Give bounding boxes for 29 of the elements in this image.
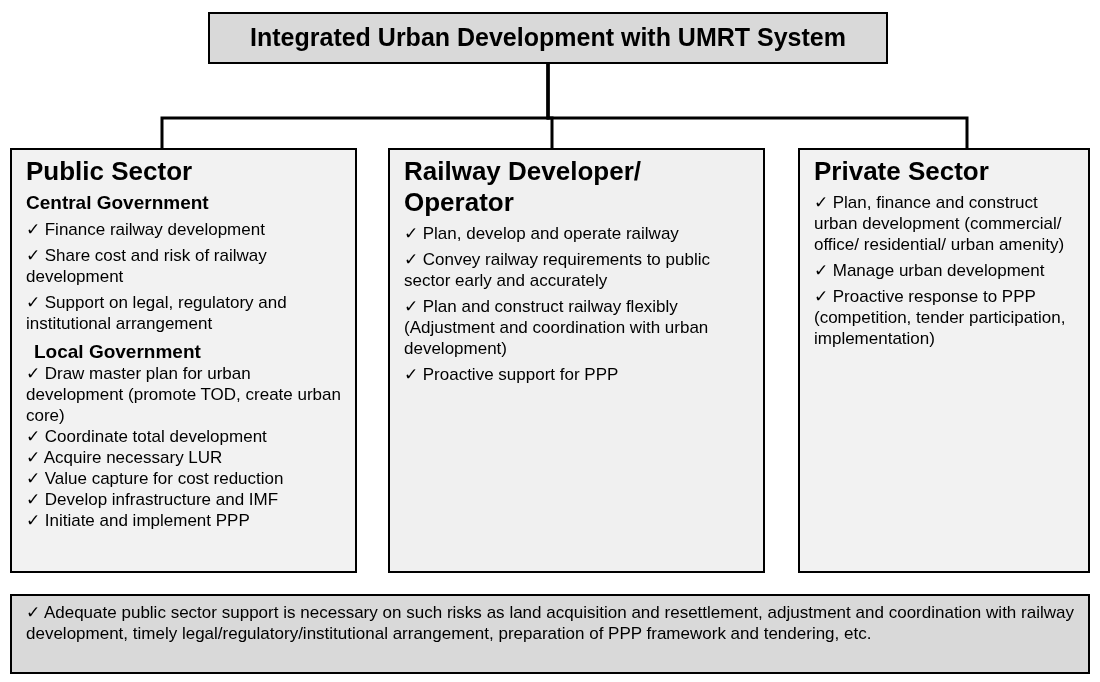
list-item: ✓ Plan, finance and construct urban development (commercial/ office/ residential/ urban amenity) [814, 192, 1066, 255]
list-item: ✓ Proactive response to PPP (competition, tender participation, implementation) [814, 286, 1067, 349]
section-subheading: Central Government [26, 191, 210, 214]
list-item: ✓ Plan, develop and operate railway [404, 223, 680, 244]
connector-line [546, 64, 969, 148]
box-heading: Railway Developer/ Operator [404, 156, 642, 218]
box-heading: Private Sector [814, 156, 990, 187]
list-item: ✓ Support on legal, regulatory and institutional arrangement [26, 292, 288, 334]
list-item: ✓ Acquire necessary LUR [26, 447, 224, 468]
role-box [798, 148, 1090, 573]
list-item: ✓ Value capture for cost reduction [26, 468, 285, 489]
list-item: ✓ Proactive support for PPP [404, 364, 620, 385]
note-box [10, 594, 1090, 674]
list-item: ✓ Initiate and implement PPP [26, 510, 251, 531]
box-title: Integrated Urban Development with UMRT System [250, 22, 846, 54]
title-box [208, 12, 888, 64]
list-item: ✓ Plan and construct railway flexibly (Adjustment and coordination with urban development) [404, 296, 710, 359]
role-box [388, 148, 765, 573]
list-item: ✓ Coordinate total development [26, 426, 268, 447]
box-heading: Public Sector [26, 156, 194, 187]
list-item: ✓ Share cost and risk of railway development [26, 245, 268, 287]
section-subheading: Local Government [33, 340, 202, 363]
role-box [10, 148, 357, 573]
list-item: ✓ Convey railway requirements to public sector early and accurately [404, 249, 711, 291]
list-item: ✓ Develop infrastructure and IMF [26, 489, 280, 510]
list-item: ✓ Draw master plan for urban development (promote TOD, create urban core) [26, 363, 341, 426]
list-item: ✓ Finance railway development [26, 219, 266, 240]
note-text: ✓ Adequate public sector support is necessary on such risks as land acquisition and resettlement, adjustment and coordination with railway development, timely legal/regulatory/institutional arrangement, preparation of PPP framework and tendering, etc. [26, 602, 1074, 644]
list-item: ✓ Manage urban development [814, 260, 1046, 281]
